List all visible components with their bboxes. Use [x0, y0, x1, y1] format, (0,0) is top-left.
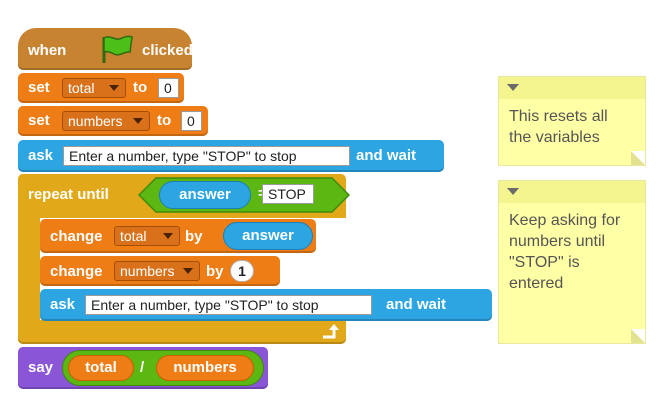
- comment-header[interactable]: [499, 77, 645, 99]
- collapse-arrow-icon[interactable]: [507, 84, 519, 91]
- dropdown-arrow-icon: [133, 118, 143, 124]
- change-numbers-block[interactable]: change numbers by 1: [40, 256, 280, 286]
- set-numbers-block[interactable]: set numbers to 0: [18, 106, 208, 136]
- variable-dropdown-numbers[interactable]: numbers: [114, 261, 200, 281]
- dropdown-arrow-icon: [109, 85, 119, 91]
- repeat-block-arm: [18, 174, 40, 344]
- change-by-value-input[interactable]: 1: [230, 260, 254, 282]
- when-label: when: [28, 42, 67, 59]
- by-label: by: [185, 228, 203, 245]
- repeat-until-label: repeat until: [28, 186, 109, 203]
- to-label: to: [157, 112, 172, 129]
- ask-and-wait-block[interactable]: ask Enter a number, type "STOP" to stop …: [18, 140, 444, 172]
- loop-arrow-icon: [323, 324, 339, 339]
- green-flag-icon: [102, 35, 133, 63]
- set-label: set: [28, 79, 50, 96]
- repeat-until-block[interactable]: repeat until answer = STOP change total …: [18, 174, 492, 344]
- set-total-value-input[interactable]: 0: [158, 78, 179, 98]
- and-wait-label: and wait: [386, 296, 447, 313]
- answer-reporter[interactable]: answer: [159, 181, 251, 209]
- repeat-block-bottom: [18, 320, 346, 344]
- comment-resize-corner[interactable]: [631, 151, 645, 165]
- set-label: set: [28, 112, 50, 129]
- ask-label: ask: [28, 147, 54, 164]
- say-label: say: [28, 359, 54, 376]
- comment-resize-corner[interactable]: [631, 329, 645, 343]
- divide-operator: /: [140, 359, 145, 376]
- variable-dropdown-total[interactable]: total: [114, 226, 180, 246]
- clicked-label: clicked: [142, 42, 193, 59]
- by-label: by: [206, 263, 224, 280]
- answer-reporter[interactable]: answer: [223, 222, 313, 250]
- comment-text: Keep asking for numbers until "STOP" is …: [509, 212, 621, 292]
- set-numbers-value-input[interactable]: 0: [181, 111, 202, 131]
- variable-dropdown-total[interactable]: total: [62, 78, 126, 98]
- change-total-block[interactable]: change total by answer: [40, 219, 316, 253]
- change-label: change: [50, 228, 103, 245]
- say-block[interactable]: say total / numbers: [18, 347, 268, 389]
- to-label: to: [133, 79, 148, 96]
- when-flag-clicked-block[interactable]: when clicked: [18, 28, 193, 70]
- ask-and-wait-block[interactable]: ask Enter a number, type "STOP" to stop …: [40, 289, 492, 321]
- collapse-arrow-icon[interactable]: [507, 188, 519, 195]
- dropdown-arrow-icon: [163, 233, 173, 239]
- ask-label: ask: [50, 296, 76, 313]
- change-label: change: [50, 263, 103, 280]
- stop-value-input[interactable]: STOP: [262, 184, 314, 204]
- ask-prompt-input[interactable]: Enter a number, type "STOP" to stop: [63, 146, 350, 166]
- dropdown-arrow-icon: [183, 268, 193, 274]
- comment-text: This resets all the variables: [509, 108, 608, 146]
- and-wait-label: and wait: [356, 147, 417, 164]
- comment-note[interactable]: Keep asking for numbers until "STOP" is …: [498, 180, 646, 344]
- numbers-variable-reporter[interactable]: numbers: [156, 355, 254, 381]
- comment-note[interactable]: This resets all the variables: [498, 76, 646, 166]
- set-total-block[interactable]: set total to 0: [18, 73, 184, 103]
- variable-dropdown-numbers[interactable]: numbers: [62, 111, 150, 131]
- total-variable-reporter[interactable]: total: [68, 355, 134, 381]
- comment-header[interactable]: [499, 181, 645, 203]
- ask-prompt-input[interactable]: Enter a number, type "STOP" to stop: [85, 295, 372, 315]
